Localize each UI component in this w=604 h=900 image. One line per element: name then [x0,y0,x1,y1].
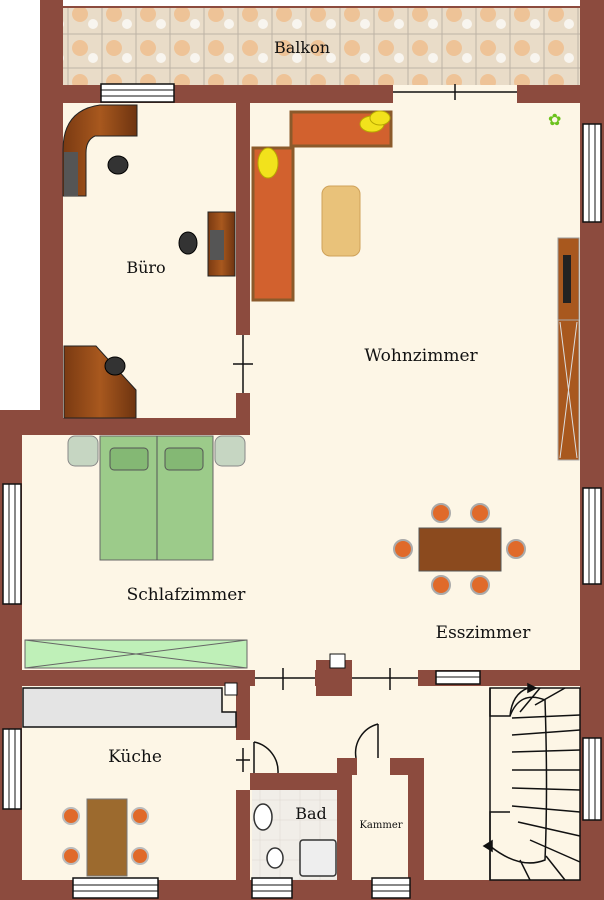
label-bad: Bad [295,804,327,823]
windows [2,83,602,899]
label-buero: Büro [126,258,165,277]
label-wohnzimmer: Wohnzimmer [364,346,478,366]
staircase [482,682,581,881]
bad-fixtures [253,803,337,877]
label-esszimmer: Esszimmer [436,623,532,643]
svg-text:✿: ✿ [548,110,561,129]
label-kammer: Kammer [359,820,402,831]
schlafzimmer-furniture [24,435,248,669]
doors [233,84,517,774]
wohnzimmer-furniture: ✿ [251,110,580,595]
label-balkon: Balkon [274,38,330,57]
label-schlafzimmer: Schlafzimmer [127,585,247,605]
balcony-floor [63,8,580,85]
label-kueche: Küche [108,747,162,767]
kueche-furniture [22,653,346,877]
kammer-floor [352,775,408,880]
room-labels: Balkon Büro Wohnzimmer Schlafzimmer Essz… [108,38,531,831]
buero-furniture [62,104,236,419]
